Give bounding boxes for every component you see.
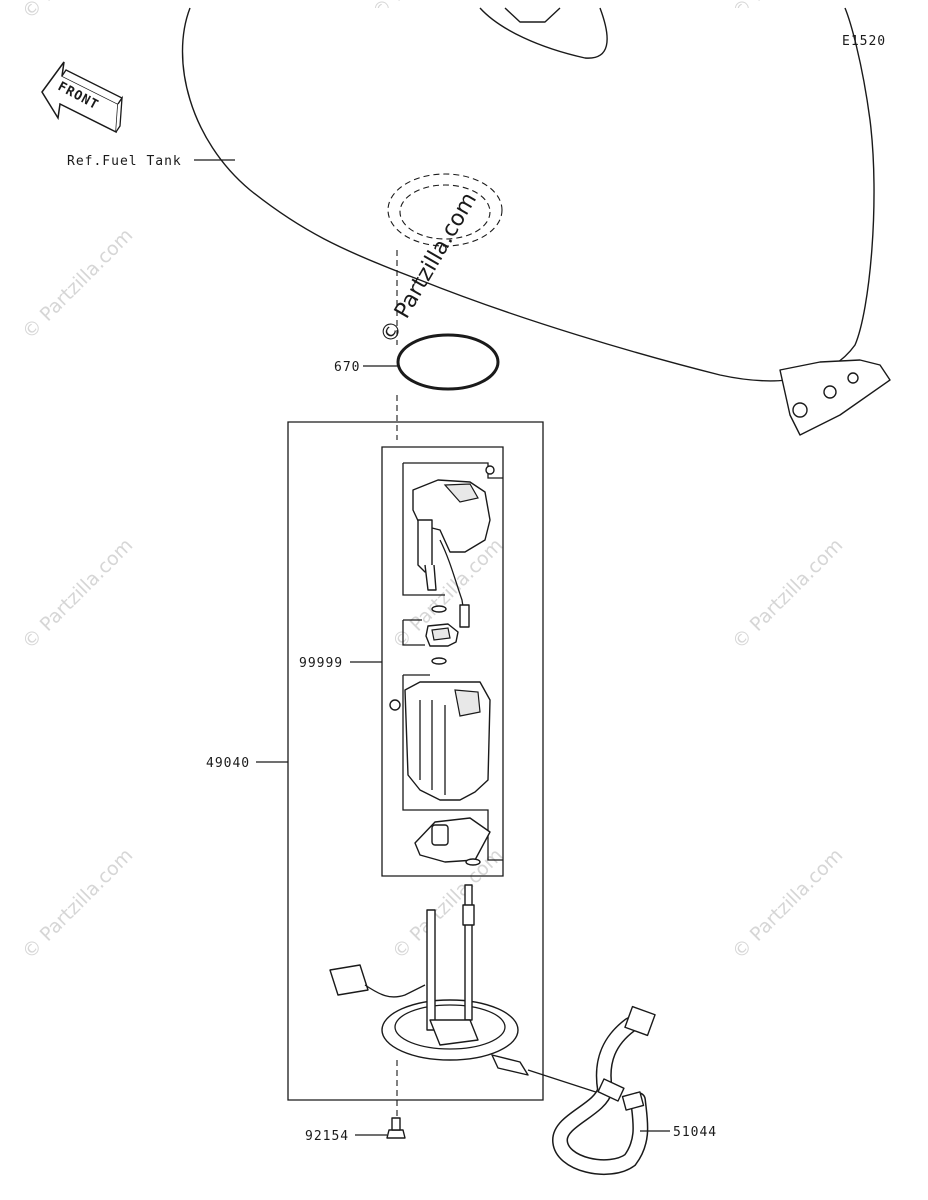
fuel-tank xyxy=(181,7,891,436)
watermark: © Partzilla.com xyxy=(18,224,137,343)
filter-base xyxy=(414,817,491,866)
watermark: © Partzilla.com xyxy=(18,0,137,24)
part-number-51044[interactable]: 51044 xyxy=(673,1125,717,1140)
part-number-92154[interactable]: 92154 xyxy=(305,1129,349,1144)
watermark: © Partzilla.com xyxy=(18,844,137,963)
tank-opening xyxy=(387,173,503,247)
assembly-outline-99999 xyxy=(381,446,504,877)
part-number-49040[interactable]: 49040 xyxy=(206,756,250,771)
front-direction-icon: FRONT xyxy=(41,61,123,134)
o-ring-670[interactable] xyxy=(396,333,500,391)
seal-ring xyxy=(431,605,447,665)
part-number-670[interactable]: 670 xyxy=(334,360,360,375)
watermark: © Partzilla.com xyxy=(728,534,847,653)
watermark: © Partzilla.com xyxy=(18,534,137,653)
assembly-outline-49040 xyxy=(287,421,544,1101)
fuel-hose-51044[interactable] xyxy=(527,1005,656,1175)
pump-head xyxy=(412,465,495,628)
pump-housing xyxy=(389,681,491,801)
diagram-code: E1520 xyxy=(842,34,886,49)
check-valve xyxy=(425,623,459,647)
bolt-92154[interactable] xyxy=(386,1117,406,1139)
ref-fuel-tank-label: Ref.Fuel Tank xyxy=(67,154,182,169)
part-number-99999[interactable]: 99999 xyxy=(299,656,343,671)
watermark: © Partzilla.com xyxy=(728,844,847,963)
pump-base-flange xyxy=(329,884,529,1076)
